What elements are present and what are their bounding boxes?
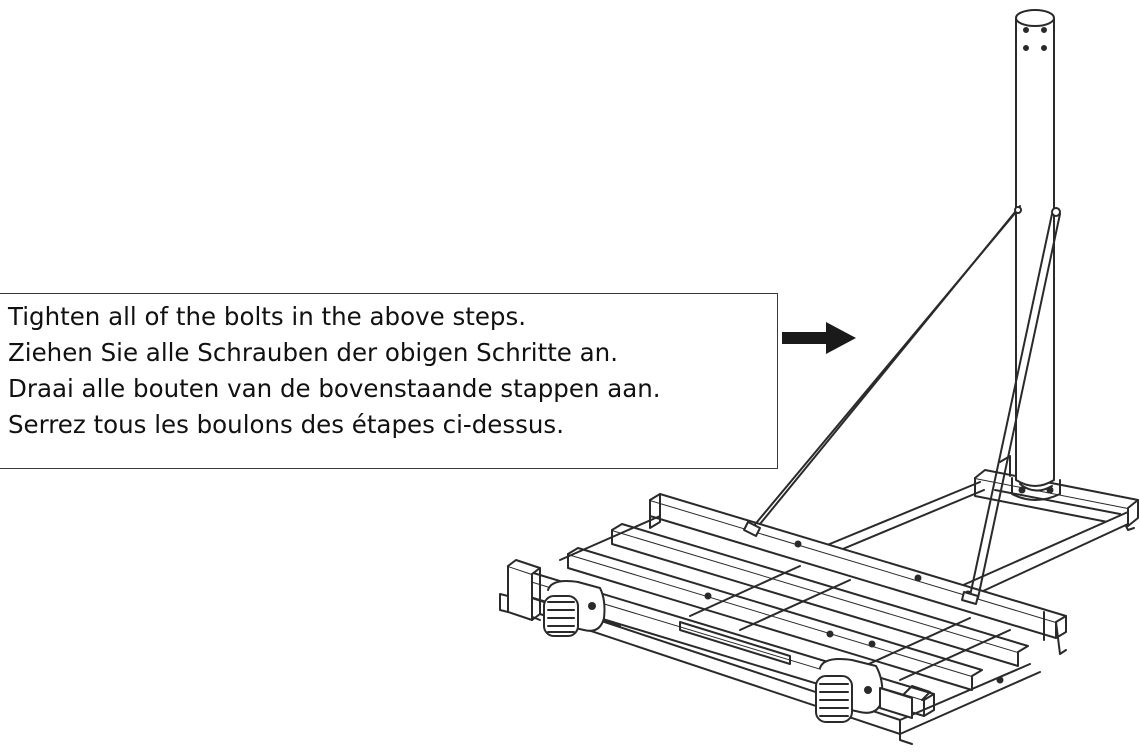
- instruction-textbox: Tighten all of the bolts in the above st…: [0, 293, 778, 469]
- instruction-line-dutch: Draai alle bouten van de bovenstaande st…: [8, 374, 661, 403]
- right-wheel-assembly: [815, 658, 931, 723]
- pole: [1011, 9, 1061, 501]
- left-wheel-assembly: [499, 559, 606, 637]
- instruction-line-english: Tighten all of the bolts in the above st…: [8, 302, 526, 331]
- instruction-line-french: Serrez tous les boulons des étapes ci-de…: [8, 410, 564, 439]
- diagonal-braces: [743, 205, 1061, 605]
- instruction-line-german: Ziehen Sie alle Schrauben der obigen Sch…: [8, 338, 618, 367]
- right-arrow-icon: [782, 322, 856, 354]
